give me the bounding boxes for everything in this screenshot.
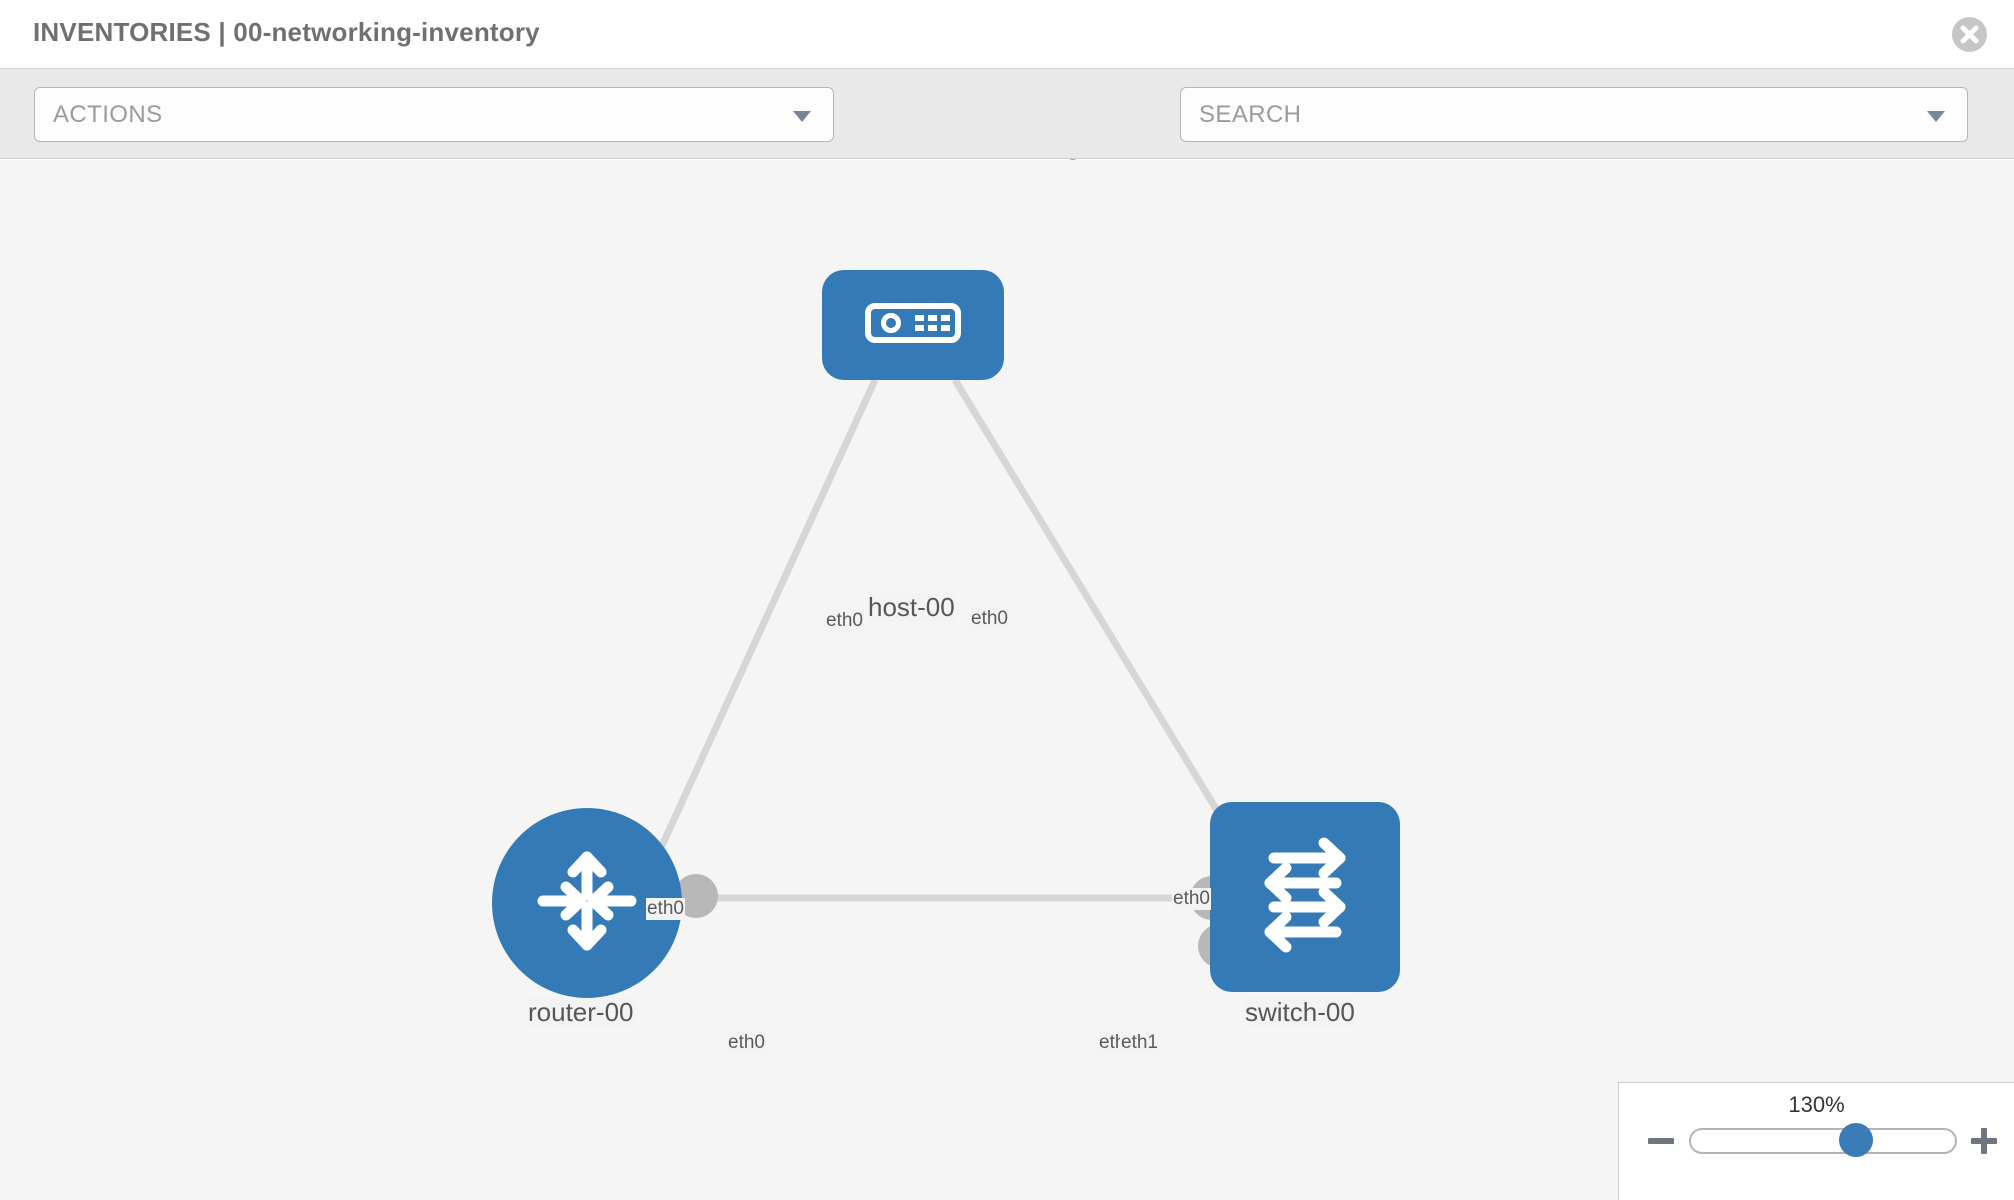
- page-header: INVENTORIES | 00-networking-inventory: [0, 0, 2014, 69]
- toolbar: ACTIONS SEARCH: [0, 69, 2014, 199]
- interface-label: eth0: [825, 610, 864, 632]
- node-label-router-00: router-00: [528, 997, 634, 1027]
- chevron-down-icon: [793, 111, 811, 122]
- router-arrows-icon: [529, 843, 645, 964]
- interface-label: eth1: [1120, 1032, 1159, 1054]
- actions-dropdown[interactable]: ACTIONS: [34, 87, 834, 142]
- interface-label: eth0: [970, 608, 1009, 630]
- topology-links: [656, 378, 1238, 902]
- chevron-down-icon[interactable]: [1927, 111, 1945, 122]
- actions-dropdown-label: ACTIONS: [53, 101, 163, 128]
- zoom-control-panel: 130%: [1618, 1082, 2014, 1200]
- node-label-switch-00: switch-00: [1245, 997, 1355, 1027]
- search-placeholder: SEARCH: [1199, 101, 1302, 128]
- interface-label: eth0: [646, 898, 685, 920]
- interface-label: eth0: [727, 1032, 766, 1054]
- zoom-in-button[interactable]: [1970, 1127, 1998, 1155]
- node-host-00[interactable]: [822, 270, 1004, 380]
- page-title: INVENTORIES | 00-networking-inventory: [33, 17, 540, 47]
- node-switch-00[interactable]: [1210, 802, 1400, 992]
- node-label-host-00: host-00: [868, 592, 955, 622]
- close-icon[interactable]: [1952, 17, 1987, 52]
- switch-arrows-icon: [1244, 834, 1366, 961]
- zoom-percentage: 130%: [1788, 1092, 1845, 1117]
- server-icon: [865, 298, 961, 353]
- search-input[interactable]: SEARCH: [1180, 87, 1968, 142]
- zoom-out-button[interactable]: [1647, 1127, 1675, 1155]
- zoom-slider[interactable]: [1689, 1123, 1957, 1157]
- zoom-slider-thumb[interactable]: [1839, 1123, 1873, 1157]
- topology-canvas[interactable]: host-00 router-00: [0, 160, 2014, 1200]
- interface-label: eth0: [1172, 888, 1211, 910]
